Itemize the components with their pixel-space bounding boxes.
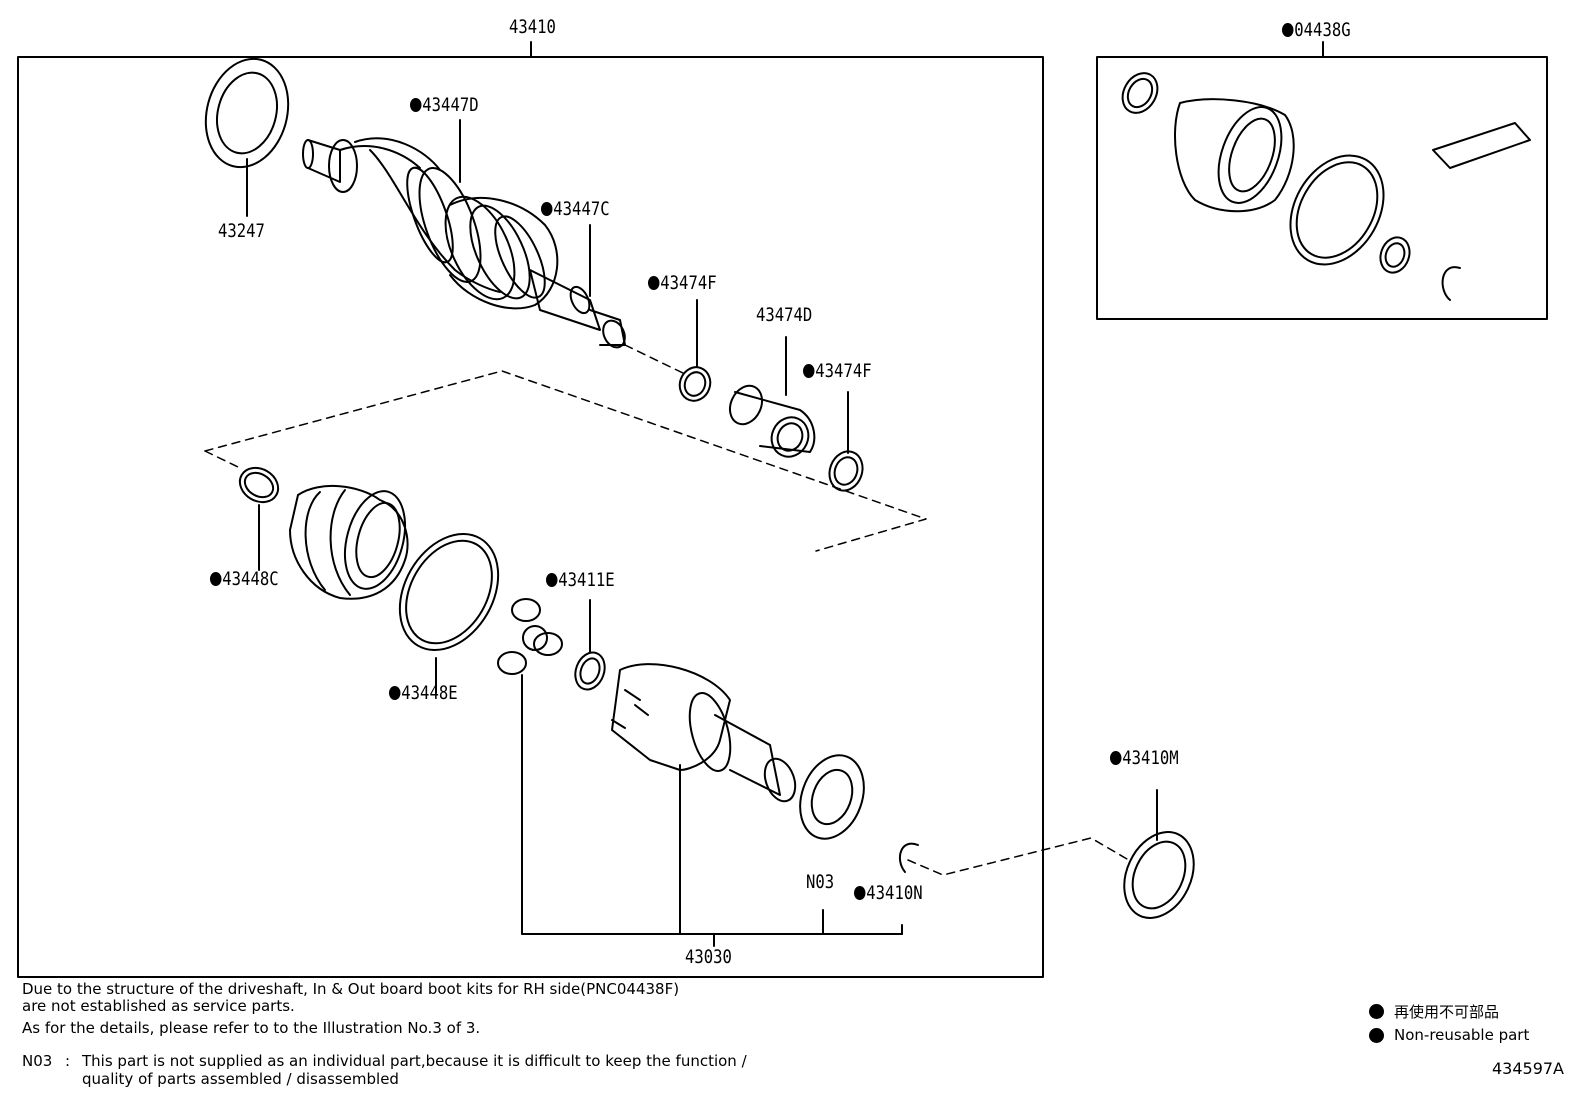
note-n03-code: N03 — [22, 1052, 53, 1070]
main-assembly-frame — [17, 56, 1044, 978]
label-43448E: 43448E — [389, 684, 458, 703]
label-43447C: 43447C — [541, 200, 610, 219]
legend-dot-icon — [1369, 1027, 1384, 1043]
legend-english-text: Non-reusable part — [1394, 1026, 1530, 1044]
clamp-43448C-drawing — [238, 466, 280, 571]
label-43410: 43410 — [509, 16, 556, 38]
ring-43410N-drawing — [898, 842, 919, 935]
label-43410M: 43410M — [1110, 749, 1179, 768]
band-43448E-drawing — [398, 532, 500, 694]
non-reusable-dot-icon — [648, 276, 660, 290]
inboard-boot-drawing — [289, 484, 409, 600]
seal-43410M-drawing — [1123, 789, 1195, 919]
diagram-id: 434597A — [1491, 1059, 1564, 1078]
non-reusable-dot-icon — [854, 886, 866, 900]
label-04438G: 04438G — [1282, 21, 1351, 40]
clamp-43474F-b-drawing — [828, 391, 864, 492]
boot-43474D-drawing — [728, 336, 816, 458]
legend-japanese-text: 再使用不可部品 — [1394, 1003, 1500, 1021]
label-43474D: 43474D — [756, 304, 813, 326]
non-reusable-dot-icon — [546, 573, 558, 587]
label-43410N: 43410N — [854, 884, 923, 903]
non-reusable-dot-icon — [803, 364, 815, 378]
clamp-43474F-a-drawing — [678, 299, 712, 402]
non-reusable-dot-icon — [210, 572, 222, 586]
label-43030: 43030 — [685, 946, 732, 968]
label-43474F-a: 43474F — [648, 274, 717, 293]
seal-N03-drawing — [799, 754, 865, 935]
note-line-3: As for the details, please refer to to t… — [22, 1019, 481, 1037]
non-reusable-dot-icon — [1110, 751, 1122, 765]
snap-ring-43411E-drawing — [574, 599, 606, 691]
note-n03-line-1: This part is not supplied as an individu… — [82, 1052, 747, 1070]
non-reusable-dot-icon — [541, 202, 553, 216]
boot-kit-drawing — [1121, 72, 1531, 301]
bracket-43030 — [521, 674, 903, 935]
legend-english: Non-reusable part — [1369, 1026, 1529, 1044]
boot-kit-frame — [1096, 56, 1548, 320]
note-line-1: Due to the structure of the driveshaft, … — [22, 980, 680, 998]
note-n03-line-2: quality of parts assembled / disassemble… — [82, 1070, 399, 1088]
label-43474F-b: 43474F — [803, 362, 872, 381]
dust-seal-43247-drawing — [204, 57, 290, 217]
note-line-2: are not established as service parts. — [22, 997, 295, 1015]
label-43448C: 43448C — [210, 570, 279, 589]
non-reusable-dot-icon — [1282, 23, 1294, 37]
non-reusable-dot-icon — [389, 686, 401, 700]
outboard-joint-drawing — [302, 119, 626, 349]
tripod-drawing — [497, 598, 563, 675]
label-N03: N03 — [806, 871, 835, 893]
legend-dot-icon — [1369, 1004, 1384, 1019]
label-43411E: 43411E — [546, 571, 615, 590]
note-n03-separator: : — [65, 1052, 71, 1070]
label-43247: 43247 — [218, 220, 265, 242]
inboard-joint-drawing — [611, 663, 797, 935]
non-reusable-dot-icon — [410, 98, 422, 112]
legend-japanese: 再使用不可部品 — [1369, 1001, 1499, 1022]
label-43447D: 43447D — [410, 96, 479, 115]
boot-subassembly-outline — [204, 370, 927, 552]
